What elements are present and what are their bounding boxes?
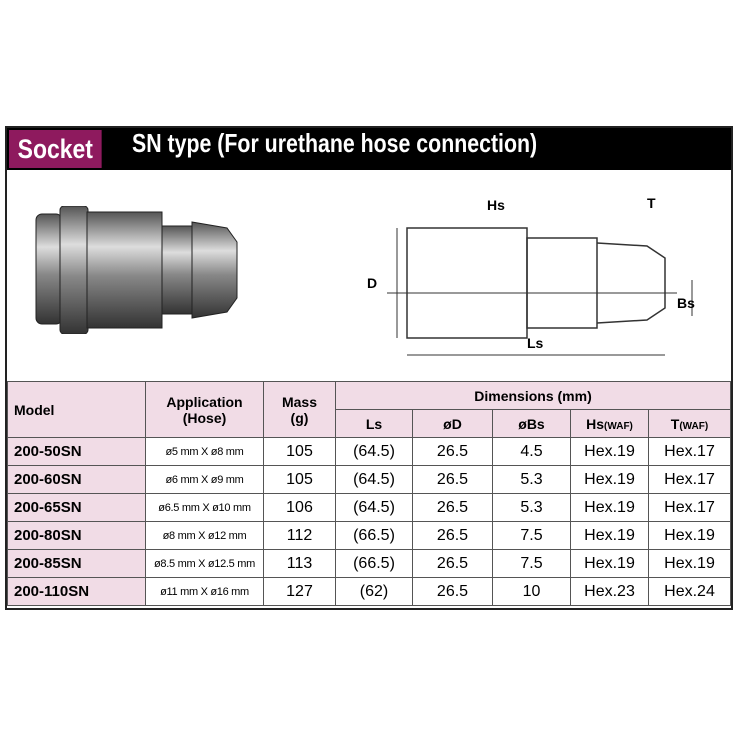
cell-model: 200-80SN bbox=[7, 521, 146, 550]
spec-table: Model Application(Hose) Mass(g) Dimensio… bbox=[7, 381, 731, 606]
label-ls: Ls bbox=[527, 335, 544, 351]
header-hs: Hs(WAF) bbox=[570, 409, 649, 438]
cell-hs: Hex.23 bbox=[570, 577, 649, 606]
cell-model: 200-65SN bbox=[7, 493, 146, 522]
socket-product-photo bbox=[35, 206, 238, 334]
cell-d: 26.5 bbox=[412, 437, 493, 466]
cell-t: Hex.17 bbox=[648, 493, 731, 522]
cell-app: ø6.5 mm X ø10 mm bbox=[145, 493, 264, 522]
header-model: Model bbox=[7, 381, 146, 438]
header-mass: Mass(g) bbox=[263, 381, 336, 438]
cell-ls: (66.5) bbox=[335, 521, 413, 550]
cell-t: Hex.17 bbox=[648, 465, 731, 494]
cell-app: ø5 mm X ø8 mm bbox=[145, 437, 264, 466]
cell-app: ø6 mm X ø9 mm bbox=[145, 465, 264, 494]
header-d: øD bbox=[412, 409, 493, 438]
cell-bs: 5.3 bbox=[492, 493, 571, 522]
label-t: T bbox=[647, 195, 656, 211]
cell-t: Hex.19 bbox=[648, 549, 731, 578]
cell-d: 26.5 bbox=[412, 521, 493, 550]
header-bs: øBs bbox=[492, 409, 571, 438]
cell-ls: (64.5) bbox=[335, 465, 413, 494]
header-t: T(WAF) bbox=[648, 409, 731, 438]
socket-badge: Socket bbox=[9, 130, 102, 168]
cell-hs: Hex.19 bbox=[570, 549, 649, 578]
header-application: Application(Hose) bbox=[145, 381, 264, 438]
cell-d: 26.5 bbox=[412, 493, 493, 522]
cell-ls: (64.5) bbox=[335, 493, 413, 522]
page-title: SN type (For urethane hose connection) bbox=[132, 128, 538, 158]
header-bar: Socket SN type (For urethane hose connec… bbox=[7, 128, 731, 170]
cell-hs: Hex.19 bbox=[570, 437, 649, 466]
cell-hs: Hex.19 bbox=[570, 493, 649, 522]
label-d: D bbox=[367, 275, 377, 291]
cell-bs: 5.3 bbox=[492, 465, 571, 494]
cell-bs: 7.5 bbox=[492, 549, 571, 578]
cell-model: 200-85SN bbox=[7, 549, 146, 578]
cell-mass: 106 bbox=[263, 493, 336, 522]
cell-bs: 7.5 bbox=[492, 521, 571, 550]
cell-mass: 112 bbox=[263, 521, 336, 550]
cell-mass: 113 bbox=[263, 549, 336, 578]
cell-t: Hex.17 bbox=[648, 437, 731, 466]
cell-hs: Hex.19 bbox=[570, 465, 649, 494]
cell-app: ø11 mm X ø16 mm bbox=[145, 577, 264, 606]
cell-bs: 10 bbox=[492, 577, 571, 606]
cell-mass: 105 bbox=[263, 465, 336, 494]
label-hs: Hs bbox=[487, 197, 505, 213]
cell-mass: 105 bbox=[263, 437, 336, 466]
cell-ls: (66.5) bbox=[335, 549, 413, 578]
cell-model: 200-60SN bbox=[7, 465, 146, 494]
cell-d: 26.5 bbox=[412, 465, 493, 494]
cell-app: ø8 mm X ø12 mm bbox=[145, 521, 264, 550]
cell-t: Hex.19 bbox=[648, 521, 731, 550]
socket-dimension-diagram: Hs T D Bs Ls bbox=[367, 195, 695, 356]
cell-hs: Hex.19 bbox=[570, 521, 649, 550]
cell-bs: 4.5 bbox=[492, 437, 571, 466]
cell-ls: (64.5) bbox=[335, 437, 413, 466]
label-bs: Bs bbox=[677, 295, 695, 311]
cell-d: 26.5 bbox=[412, 577, 493, 606]
cell-model: 200-110SN bbox=[7, 577, 146, 606]
cell-app: ø8.5 mm X ø12.5 mm bbox=[145, 549, 264, 578]
cell-mass: 127 bbox=[263, 577, 336, 606]
cell-model: 200-50SN bbox=[7, 437, 146, 466]
header-ls: Ls bbox=[335, 409, 413, 438]
spec-sheet: Socket SN type (For urethane hose connec… bbox=[5, 126, 733, 610]
cell-d: 26.5 bbox=[412, 549, 493, 578]
cell-t: Hex.24 bbox=[648, 577, 731, 606]
header-dimensions: Dimensions (mm) bbox=[335, 381, 731, 410]
cell-ls: (62) bbox=[335, 577, 413, 606]
